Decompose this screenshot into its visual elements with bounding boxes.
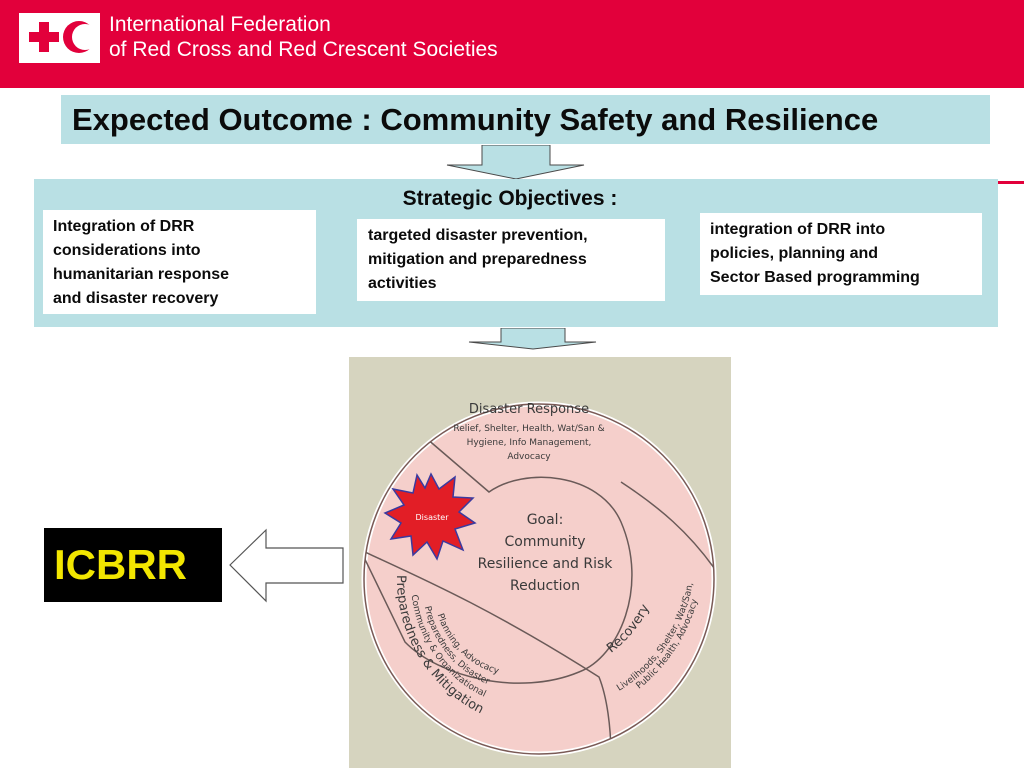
- expected-outcome-title: Expected Outcome : Community Safety and …: [72, 102, 879, 137]
- objective-3-line: Sector Based programming: [710, 269, 920, 286]
- goal-boundary: [364, 431, 633, 684]
- header-bar: International Federation of Red Cross an…: [0, 0, 1024, 88]
- org-name-line-2: of Red Cross and Red Crescent Societies: [109, 38, 498, 61]
- icbrr-label: ICBRR: [54, 541, 187, 588]
- cross-crescent-icon: [29, 21, 98, 53]
- objective-2-line: mitigation and preparedness: [368, 251, 587, 268]
- disaster-response-line: Hygiene, Info Management,: [467, 438, 592, 448]
- objective-box-1: Integration of DRR considerations into h…: [43, 210, 316, 314]
- strategic-objectives-title: Strategic Objectives :: [402, 187, 618, 210]
- objective-1-line: considerations into: [53, 242, 201, 259]
- goal-line: Reduction: [510, 578, 580, 594]
- red-cross-crescent-logo: [19, 13, 100, 63]
- disaster-label: Disaster: [416, 513, 450, 522]
- objective-1-line: humanitarian response: [53, 266, 230, 283]
- objective-1-line: Integration of DRR: [53, 218, 195, 235]
- drr-cycle-graphic: Disaster Response Relief, Shelter, Healt…: [361, 401, 717, 757]
- left-arrow-icon: [229, 528, 344, 603]
- strategic-objectives-panel: Strategic Objectives : Integration of DR…: [34, 179, 998, 327]
- expected-outcome-banner: Expected Outcome : Community Safety and …: [61, 95, 990, 144]
- disaster-starburst: [383, 472, 477, 561]
- objective-box-3: integration of DRR into policies, planni…: [700, 213, 982, 295]
- goal-line: Community: [504, 534, 585, 550]
- icbrr-label-box: ICBRR: [44, 528, 222, 602]
- objective-2-line: activities: [368, 275, 437, 292]
- disaster-response-line: Advocacy: [507, 452, 551, 462]
- down-arrow-icon: [446, 145, 585, 180]
- organization-name: International Federation of Red Cross an…: [109, 12, 498, 62]
- objective-3-line: integration of DRR into: [710, 221, 886, 238]
- preparedness-divider: [364, 546, 612, 754]
- drr-cycle-diagram: Disaster Response Relief, Shelter, Healt…: [349, 357, 731, 768]
- objective-3-line: policies, planning and: [710, 245, 879, 262]
- disaster-response-title: Disaster Response: [469, 402, 589, 417]
- down-arrow-icon: [468, 328, 597, 350]
- org-name-line-1: International Federation: [109, 13, 331, 36]
- disaster-response-line: Relief, Shelter, Health, Wat/San &: [453, 424, 604, 434]
- accent-line: [998, 181, 1024, 184]
- objective-2-line: targeted disaster prevention,: [368, 227, 588, 244]
- objective-1-line: and disaster recovery: [53, 290, 219, 307]
- objective-box-2: targeted disaster prevention, mitigation…: [357, 219, 665, 301]
- goal-line: Resilience and Risk: [478, 556, 614, 572]
- response-recovery-divider: [620, 481, 714, 573]
- goal-line: Goal:: [527, 512, 564, 528]
